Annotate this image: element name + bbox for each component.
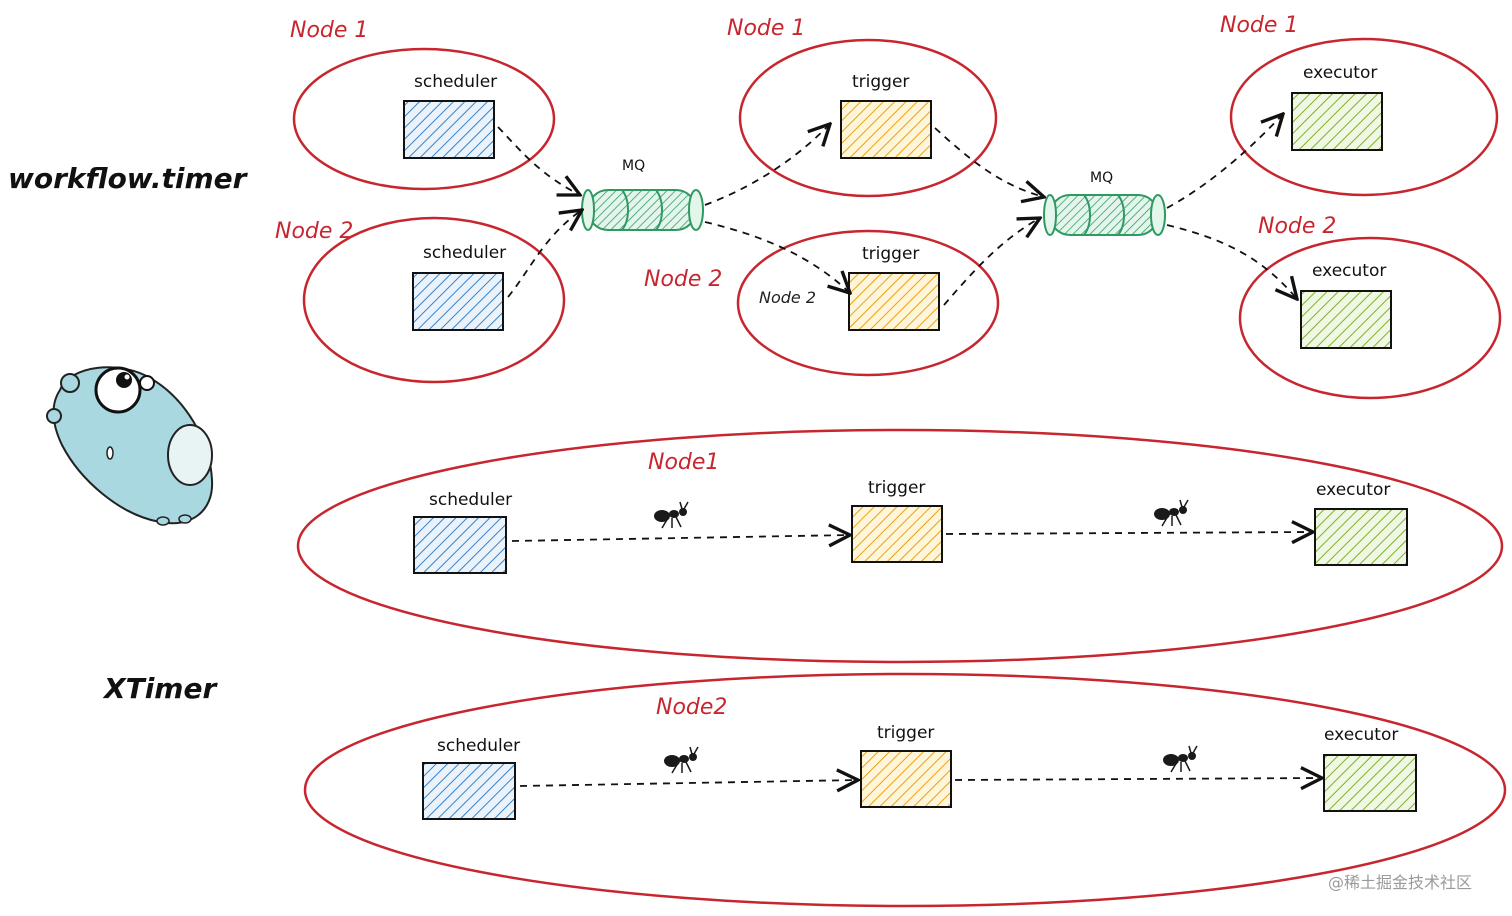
watermark: @稀土掘金技术社区 xyxy=(1328,873,1472,892)
ant-icon xyxy=(1154,499,1189,527)
node-ring xyxy=(738,38,998,198)
scheduler-label: scheduler xyxy=(423,243,506,263)
node-ring xyxy=(1238,236,1502,400)
node-ring xyxy=(302,216,566,384)
executor-label: executor xyxy=(1316,480,1390,500)
trigger-box xyxy=(840,100,932,159)
node-ring xyxy=(292,47,556,191)
executor-box xyxy=(1323,754,1417,812)
ant-icon xyxy=(664,746,699,774)
node-label: Node2 xyxy=(656,695,727,720)
flow-arrows xyxy=(511,532,1313,541)
node-label: Node 1 xyxy=(1220,13,1298,38)
node-ring xyxy=(296,428,1504,664)
node-label: Node 1 xyxy=(290,18,368,43)
node-label: Node1 xyxy=(648,450,719,475)
node-label: Node 1 xyxy=(727,16,805,41)
ant-icon xyxy=(1163,745,1198,773)
flow-arrows xyxy=(497,114,1297,306)
node-label: Node 2 xyxy=(1258,214,1336,239)
executor-label: executor xyxy=(1312,261,1386,281)
trigger-box xyxy=(848,272,940,331)
node-ring xyxy=(1229,37,1499,197)
mq-queue-icon xyxy=(581,189,704,231)
node-ring xyxy=(736,229,1000,377)
trigger-label: trigger xyxy=(862,244,919,264)
scheduler-label: scheduler xyxy=(429,490,512,510)
scheduler-box xyxy=(412,272,504,331)
executor-box xyxy=(1291,92,1383,151)
flow-arrows xyxy=(519,778,1322,786)
trigger-label: trigger xyxy=(877,723,934,743)
node-label: Node 2 xyxy=(275,219,353,244)
trigger-label: trigger xyxy=(868,478,925,498)
scheduler-box xyxy=(413,516,507,574)
node-label-inline: Node 2 xyxy=(759,288,816,307)
scheduler-label: scheduler xyxy=(414,72,497,92)
scheduler-box xyxy=(403,100,495,159)
xtimer-title: XTimer xyxy=(102,672,218,705)
trigger-box xyxy=(851,505,943,563)
mq-queue-icon xyxy=(1043,194,1166,236)
gopher-mascot-icon xyxy=(46,366,214,526)
ant-icon xyxy=(654,501,689,529)
workflow-timer-title: workflow.timer xyxy=(8,162,249,195)
scheduler-box xyxy=(422,762,516,820)
executor-box xyxy=(1314,508,1408,566)
node-ring xyxy=(303,672,1507,908)
mq-label: MQ xyxy=(622,158,645,174)
executor-label: executor xyxy=(1303,63,1377,83)
node-label: Node 2 xyxy=(644,267,722,292)
executor-label: executor xyxy=(1324,725,1398,745)
trigger-label: trigger xyxy=(852,72,909,92)
trigger-box xyxy=(860,750,952,808)
executor-box xyxy=(1300,290,1392,349)
mq-label: MQ xyxy=(1090,170,1113,186)
scheduler-label: scheduler xyxy=(437,736,520,756)
